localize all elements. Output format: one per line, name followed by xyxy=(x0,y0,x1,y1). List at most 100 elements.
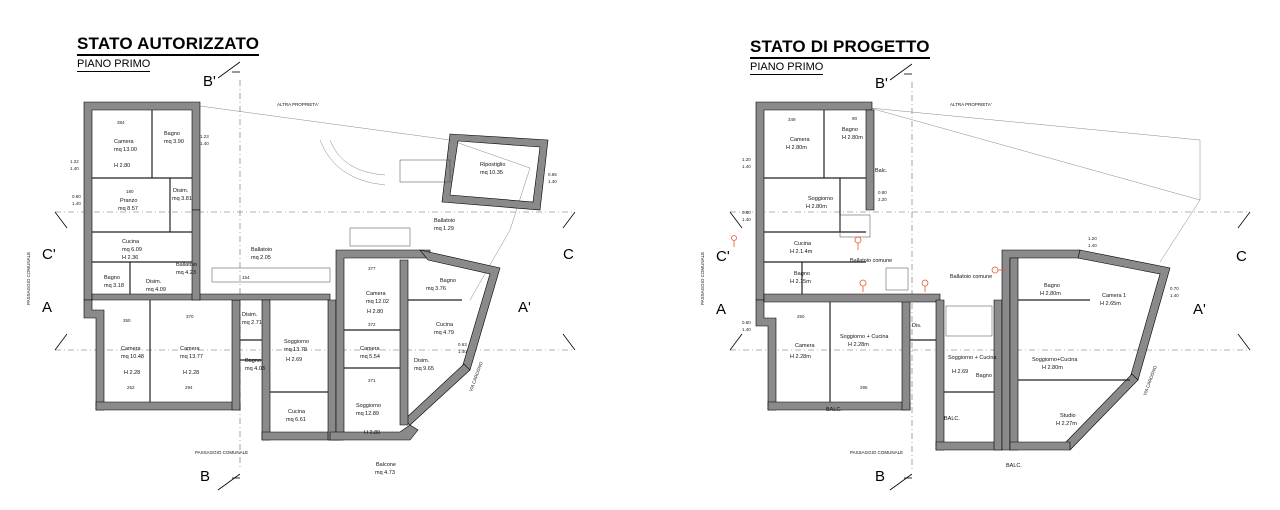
left-street-label: PASSAGGIO COMUNALE xyxy=(26,252,31,305)
dimension-value: 1.23 xyxy=(200,134,209,139)
dimension-value: 1.40 xyxy=(458,349,467,354)
section-label-a-right: A' xyxy=(518,299,531,316)
dimension-labels: 349 90 1.20 1.40 0.80 1.40 0.80 2.20 250… xyxy=(742,116,1179,390)
room-name: Balcone xyxy=(376,462,396,468)
room-area: mq 13.77 xyxy=(180,354,203,360)
walls-central-block xyxy=(935,299,1003,451)
bottom-street-label: PASSAGGIO COMUNALE xyxy=(850,450,903,455)
walls-west-block xyxy=(755,101,941,411)
walls-west-block xyxy=(83,101,331,411)
room-name: Bagno xyxy=(440,278,456,284)
section-label-b-bottom: B xyxy=(875,468,885,485)
room-name: Bagno xyxy=(104,275,120,281)
room-name: Ballatoio comune xyxy=(950,274,992,280)
room-name: Camera xyxy=(121,346,142,352)
room-area: mq 3.18 xyxy=(104,283,124,289)
dimension-value: 154 xyxy=(242,275,250,280)
dimension-value: 250 xyxy=(797,314,805,319)
room-area: mq 12.89 xyxy=(356,411,379,417)
left-street-label: PASSAGGIO COMUNALE xyxy=(700,252,705,305)
dimension-value: 180 xyxy=(126,189,134,194)
room-height: H 2.15m xyxy=(790,279,811,285)
room-height: H 2.28 xyxy=(124,370,140,376)
room-name: Disim. xyxy=(242,312,258,318)
dimension-value: 2.20 xyxy=(878,197,887,202)
room-area: mq 6.61 xyxy=(286,417,306,423)
property-boundary xyxy=(869,107,1201,263)
room-height: H 2.69 xyxy=(952,369,968,375)
room-area: mq 13.78 xyxy=(284,347,307,353)
room-height: H 2.80 xyxy=(114,163,130,169)
plan-title: STATO AUTORIZZATO xyxy=(77,34,260,56)
dimension-value: 377 xyxy=(368,266,376,271)
room-labels: Camera mq 13.00 H 2.80 Bagno mq 3.90 Dis… xyxy=(104,131,505,476)
section-label-a-left: A xyxy=(716,301,726,318)
room-name: BALC. xyxy=(1006,463,1022,469)
dimension-value: 371 xyxy=(368,378,376,383)
room-area: mq 3.81 xyxy=(172,196,192,202)
room-area: mq 2.05 xyxy=(251,255,271,261)
plan-title: STATO DI PROGETTO xyxy=(750,37,930,59)
dimension-value: 295 xyxy=(860,385,868,390)
room-name: Soggiorno + Cucina xyxy=(840,334,889,340)
room-name: BALC. xyxy=(826,407,842,413)
room-name: Soggiorno + Cucina xyxy=(948,355,997,361)
dimension-value: 1.40 xyxy=(742,217,751,222)
room-name: Camera 1 xyxy=(1102,293,1126,299)
walls-ripostiglio xyxy=(441,133,549,211)
walls-east-block xyxy=(1001,249,1171,451)
top-neighbour-label: ALTRA PROPRIETA' xyxy=(950,102,992,107)
section-label-c-right: C xyxy=(563,246,574,263)
dimension-value: 1.40 xyxy=(70,166,79,171)
room-name: Bagno xyxy=(794,271,810,277)
room-height: H 2.28m xyxy=(790,354,811,360)
room-height: H 2.80 xyxy=(367,309,383,315)
room-name: Cucina xyxy=(436,322,454,328)
dimension-value: 1.40 xyxy=(72,201,81,206)
room-height: H 2.80m xyxy=(1042,365,1063,371)
section-label-a-right: A' xyxy=(1193,301,1206,318)
section-axes xyxy=(730,82,1250,470)
room-name: Camera xyxy=(790,137,811,143)
dimension-value: 1.40 xyxy=(742,164,751,169)
section-label-c-left: C' xyxy=(716,248,730,265)
dimension-value: 0.80 xyxy=(742,320,751,325)
room-name: Soggiorno xyxy=(356,403,381,409)
dimension-value: 1.40 xyxy=(1170,293,1179,298)
plan-subtitle: PIANO PRIMO xyxy=(750,61,824,75)
room-name: Pranzo xyxy=(120,198,137,204)
room-name: Ballatoio xyxy=(434,218,455,224)
section-label-b-bottom: B xyxy=(200,468,210,485)
room-height: H 2.1.4m xyxy=(790,249,813,255)
room-height: H 2.65m xyxy=(1100,301,1121,307)
dimension-value: 349 xyxy=(788,117,796,122)
room-height: H 2.28m xyxy=(848,342,869,348)
room-area: mq 9.65 xyxy=(414,366,434,372)
dimension-value: 252 xyxy=(127,385,135,390)
dimension-labels: 384 180 1.22 1.40 0.80 1.40 1.23 1.40 35… xyxy=(70,120,557,390)
room-name: Dis. xyxy=(912,323,922,329)
dimension-value: 0.80 xyxy=(72,194,81,199)
room-area: mq 4.79 xyxy=(434,330,454,336)
room-name: Cucina xyxy=(288,409,306,415)
stairs xyxy=(211,159,451,283)
room-height: H 2.80 xyxy=(364,430,380,436)
room-name: Soggiorno+Cucina xyxy=(1032,357,1078,363)
room-area: mq 4.23 xyxy=(176,270,196,276)
dimension-value: 0.65 xyxy=(548,172,557,177)
room-height: H 2.80m xyxy=(806,204,827,210)
room-area: mq 6.09 xyxy=(122,247,142,253)
room-height: H 2.36 xyxy=(122,255,138,261)
room-area: mq 13.00 xyxy=(114,147,137,153)
room-area: mq 3.76 xyxy=(426,286,446,292)
room-height: H 2.80m xyxy=(1040,291,1061,297)
room-labels: Camera H 2.80m Bagno H 2.80m Balc. Soggi… xyxy=(786,127,1126,469)
room-name: Camera xyxy=(114,139,135,145)
dimension-value: 370 xyxy=(186,314,194,319)
room-name: Camera xyxy=(180,346,201,352)
dimension-value: 0.80 xyxy=(742,210,751,215)
room-name: Disim. xyxy=(414,358,430,364)
dimension-value: 1.20 xyxy=(1088,236,1097,241)
room-height: H 2.69 xyxy=(286,357,302,363)
section-markers xyxy=(729,63,1251,491)
